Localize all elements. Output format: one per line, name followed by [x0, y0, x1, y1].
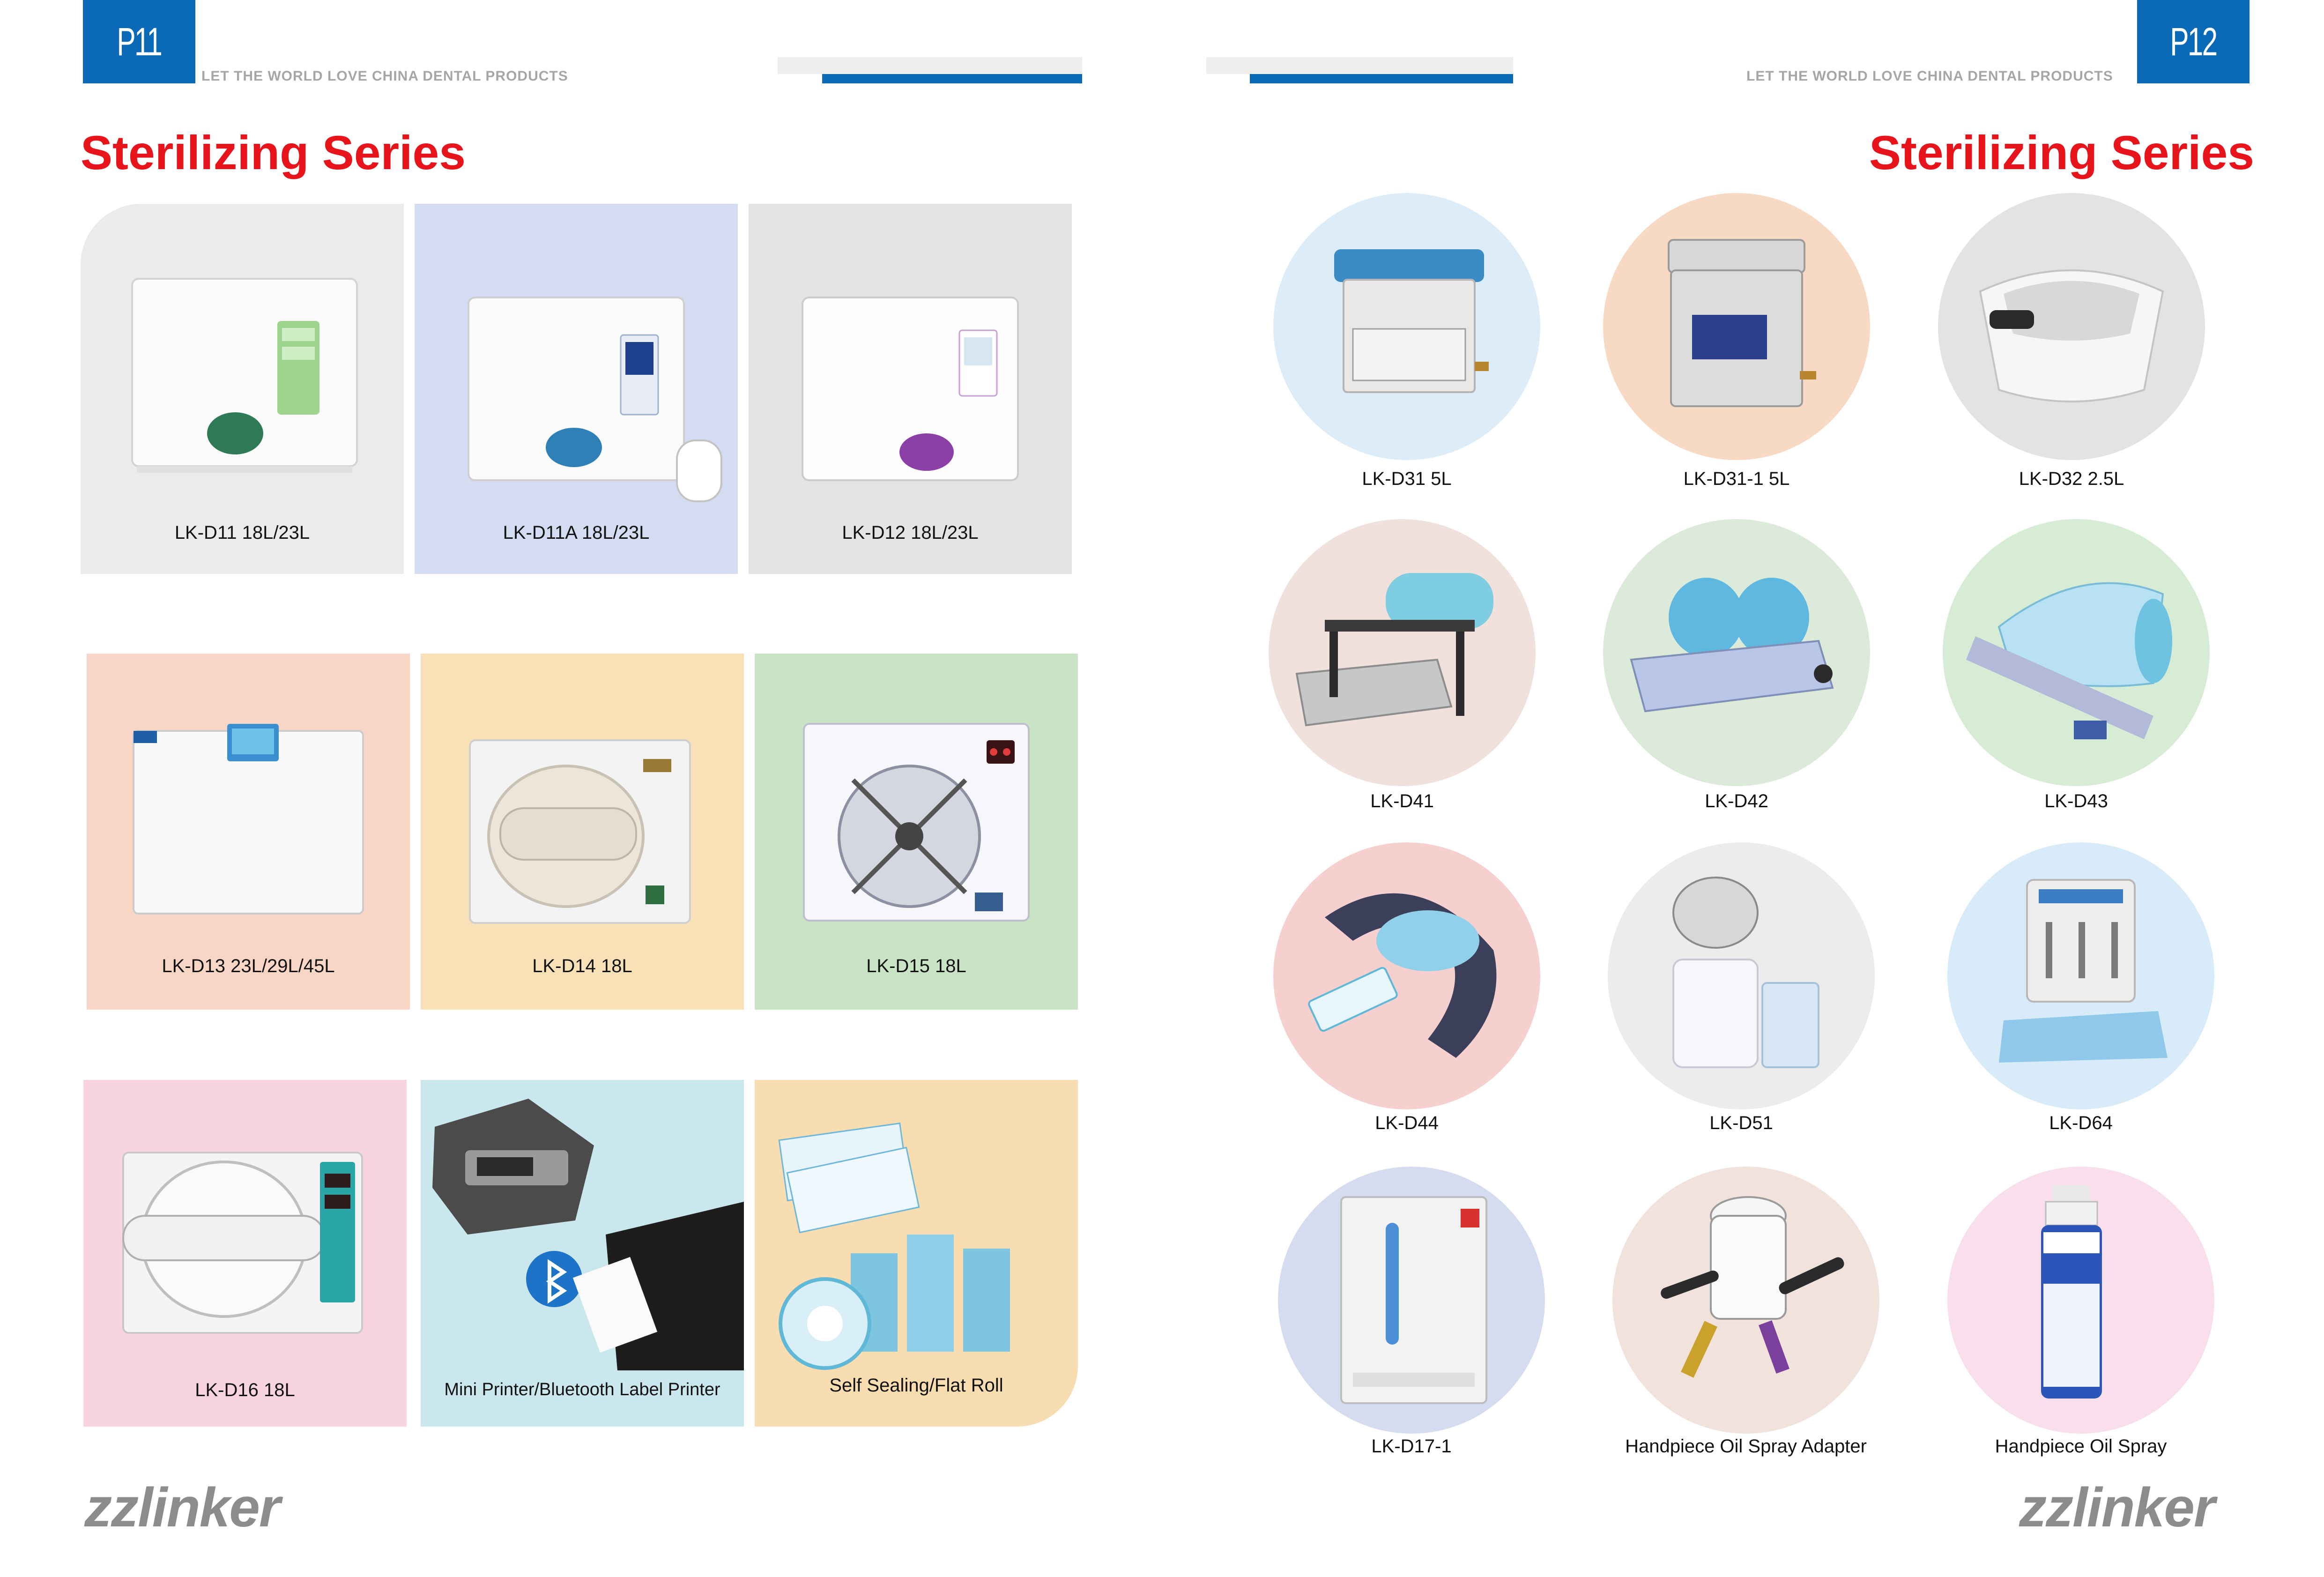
product-circle-lk-d43[interactable]	[1943, 519, 2210, 786]
product-label: LK-D44	[1375, 1113, 1439, 1133]
uv-sterilizer-image	[1340, 1196, 1487, 1404]
product-card-lk-d13[interactable]: LK-D13 23L/29L/45L	[87, 654, 410, 1010]
product-circle-lk-d17-1[interactable]	[1278, 1167, 1545, 1434]
ultrasonic-cleaner-image	[1334, 249, 1489, 393]
product-label: LK-D12 18L/23L	[842, 522, 979, 543]
product-label: LK-D31-1 5L	[1683, 469, 1790, 489]
autoclave-image	[122, 1152, 363, 1334]
sealing-machine-image	[1966, 582, 2172, 739]
oil-spray-can-image	[2041, 1185, 2102, 1398]
product-circle-lk-d41[interactable]	[1269, 519, 1536, 786]
product-label: LK-D13 23L/29L/45L	[162, 956, 335, 976]
product-card-lk-d11[interactable]: LK-D11 18L/23L	[81, 204, 404, 574]
page-number-right: P12	[2170, 19, 2218, 64]
ultrasonic-cleaner-image	[1668, 239, 1816, 407]
product-label: LK-D42	[1705, 791, 1768, 811]
autoclave-image	[469, 739, 691, 924]
printer-image	[432, 1099, 744, 1370]
product-label: Self Sealing/Flat Roll	[829, 1375, 1003, 1396]
autoclave-image	[803, 723, 1030, 922]
product-circle-lk-d31-1[interactable]	[1603, 193, 1870, 460]
product-label: Handpiece Oil Spray Adapter	[1625, 1436, 1867, 1457]
page-number-tab-right: P12	[2137, 0, 2250, 83]
product-label: LK-D32 2.5L	[2019, 469, 2124, 489]
product-label: Mini Printer/Bluetooth Label Printer	[444, 1380, 720, 1399]
product-circle-lk-d44[interactable]	[1273, 842, 1540, 1109]
product-circle-lk-d64[interactable]	[1947, 842, 2214, 1109]
product-label: LK-D51	[1709, 1113, 1773, 1133]
oil-spray-adapter-image	[1661, 1196, 1844, 1378]
autoclave-image	[802, 297, 1019, 481]
brand-logo-left: zzlinker	[84, 1477, 281, 1539]
autoclave-image	[133, 724, 364, 915]
slogan-right: LET THE WORLD LOVE CHINA DENTAL PRODUCTS	[1746, 68, 2113, 84]
sealing-machine-image	[1630, 578, 1834, 713]
autoclave-image	[468, 297, 722, 502]
product-label: LK-D15 18L	[866, 956, 966, 976]
product-card-lk-d12[interactable]: LK-D12 18L/23L	[749, 204, 1072, 574]
product-label: LK-D43	[2044, 791, 2108, 811]
product-card-lk-d14[interactable]: LK-D14 18L	[421, 654, 744, 1010]
product-card-self-sealing-roll[interactable]: Self Sealing/Flat Roll	[755, 1080, 1078, 1427]
page-title-right: Sterilizing Series	[1869, 126, 2254, 179]
product-label: Handpiece Oil Spray	[1995, 1436, 2167, 1457]
product-label: LK-D41	[1370, 791, 1434, 811]
page-number-tab-left: P11	[83, 0, 195, 83]
product-label: LK-D14 18L	[532, 956, 632, 976]
sterilization-roll-image	[778, 1122, 1010, 1370]
product-circle-lk-d31[interactable]	[1273, 193, 1540, 460]
slogan-left: LET THE WORLD LOVE CHINA DENTAL PRODUCTS	[201, 68, 568, 84]
sealing-machine-image	[1295, 573, 1493, 727]
product-card-lk-d11a[interactable]: LK-D11A 18L/23L	[415, 204, 738, 574]
autoclave-image	[131, 278, 358, 473]
product-circle-lk-d51[interactable]	[1608, 842, 1875, 1109]
ultrasonic-cleaner-image	[1979, 269, 2164, 402]
product-label: LK-D31 5L	[1362, 469, 1452, 489]
header-accent-left	[822, 74, 1082, 83]
product-label: LK-D17-1	[1371, 1436, 1452, 1457]
water-distiller-image	[1672, 877, 1819, 1068]
header-accent-right	[1250, 74, 1513, 83]
product-circle-oil-spray[interactable]	[1947, 1167, 2214, 1434]
product-circle-oil-spray-adapter[interactable]	[1612, 1167, 1879, 1434]
product-circle-lk-d32[interactable]	[1938, 193, 2205, 460]
sealing-machine-image	[1308, 893, 1497, 1058]
page-number-left: P11	[117, 19, 163, 64]
header-bar-right	[1206, 57, 1513, 74]
handpiece-cleaner-image	[1999, 879, 2168, 1063]
product-label: LK-D11 18L/23L	[174, 522, 310, 543]
brand-logo-right: zzlinker	[2019, 1477, 2215, 1539]
product-card-mini-printer[interactable]: Mini Printer/Bluetooth Label Printer	[421, 1080, 744, 1427]
product-circle-lk-d42[interactable]	[1603, 519, 1870, 786]
product-label: LK-D16 18L	[195, 1380, 295, 1400]
product-label: LK-D11A 18L/23L	[503, 522, 650, 543]
product-card-lk-d15[interactable]: LK-D15 18L	[755, 654, 1078, 1010]
page-title-left: Sterilizing Series	[81, 126, 466, 179]
product-card-lk-d16[interactable]: LK-D16 18L	[83, 1080, 407, 1427]
product-label: LK-D64	[2049, 1113, 2113, 1133]
header-bar-left	[778, 57, 1082, 74]
